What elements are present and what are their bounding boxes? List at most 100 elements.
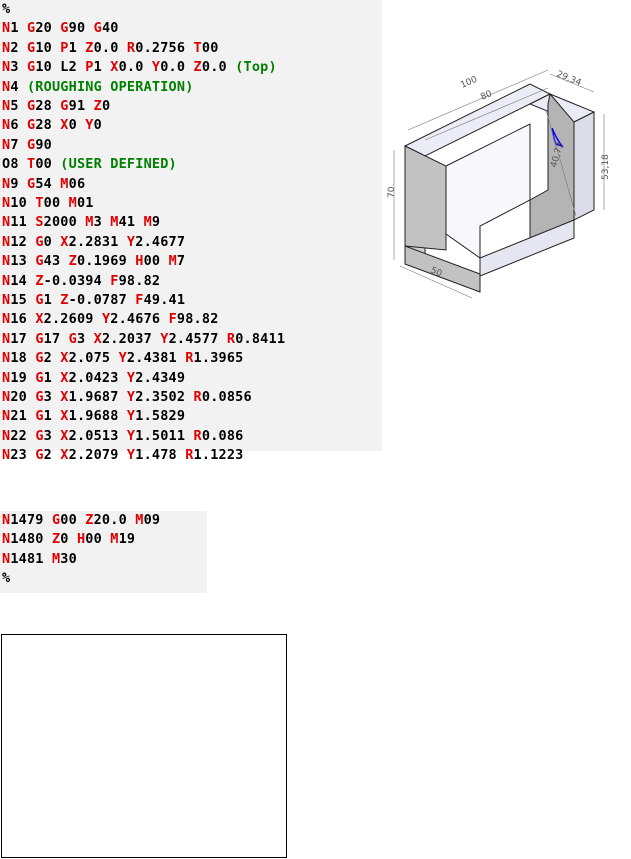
- nc-word-letter: N: [2, 136, 11, 153]
- nc-word-letter: Y: [160, 330, 169, 347]
- nc-value: 2: [10, 39, 27, 56]
- nc-word-letter: R: [185, 350, 194, 367]
- nc-value: 19: [10, 369, 36, 386]
- nc-value: 0.0: [160, 59, 194, 76]
- nc-word-letter: Z: [193, 59, 202, 76]
- nc-value: -0.0394: [43, 272, 111, 289]
- nc-word-letter: M: [68, 195, 77, 211]
- code-line: N19 G1 X2.0423 Y2.4349: [2, 369, 185, 387]
- code-line: N14 Z-0.0394 F98.82: [2, 272, 160, 290]
- nc-value: 13: [10, 253, 36, 270]
- nc-value: 3: [76, 330, 94, 347]
- dimension-lines: [393, 69, 605, 299]
- nc-value: 0.0: [118, 59, 152, 76]
- nc-word-letter: Z: [68, 253, 77, 270]
- nc-word-letter: Y: [101, 311, 111, 328]
- nc-value: O8: [2, 156, 27, 173]
- code-line: N3 G10 L2 P1 X0.0 Y0.0 Z0.0 (Top): [2, 58, 277, 76]
- nc-word-letter: Z: [85, 39, 94, 56]
- nc-value: 0.086: [201, 427, 244, 444]
- nc-value: 9: [151, 214, 161, 231]
- nc-value: 0.1969: [76, 253, 136, 270]
- nc-value: 20.0: [93, 512, 136, 528]
- nc-word-letter: N: [2, 233, 11, 250]
- nc-value: 30: [60, 550, 77, 567]
- nc-value: 5: [10, 98, 27, 114]
- nc-word-letter: X: [60, 233, 69, 250]
- nc-word-letter: G: [26, 117, 36, 134]
- nc-word-letter: T: [193, 39, 202, 56]
- nc-word-letter: M: [85, 214, 94, 231]
- part-right-block-inner: [529, 92, 575, 241]
- blank-answer-box: [1, 634, 287, 858]
- nc-value: 00: [201, 39, 219, 56]
- nc-value: 3: [43, 389, 61, 405]
- nc-word-letter: X: [60, 117, 69, 134]
- part-bottom-strip: [479, 219, 575, 277]
- nc-value: 28: [35, 117, 61, 134]
- nc-value: 1: [93, 59, 111, 76]
- nc-value: 0: [68, 117, 86, 134]
- nc-word-letter: M: [135, 512, 144, 528]
- nc-word-letter: Y: [126, 389, 136, 405]
- nc-word-letter: Y: [126, 233, 136, 250]
- nc-word-letter: S: [35, 214, 44, 231]
- part-front-bottom-face: [404, 245, 481, 293]
- nc-value: 0.2756: [135, 39, 194, 56]
- nc-value: 2: [43, 447, 61, 464]
- nc-word-letter: F: [110, 272, 119, 289]
- nc-word-letter: G: [35, 427, 44, 444]
- code-line: %: [2, 0, 10, 18]
- nc-value: 00: [35, 156, 61, 173]
- nc-value: 28: [35, 98, 61, 114]
- nc-word-letter: Z: [85, 512, 94, 528]
- code-line: N9 G54 M06: [2, 175, 85, 193]
- nc-value: 1: [68, 39, 86, 56]
- code-line: N10 T00 M01: [2, 194, 94, 212]
- nc-word-letter: G: [68, 330, 77, 347]
- code-line: N1479 G00 Z20.0 M09: [2, 511, 160, 529]
- nc-value: 2.0513: [68, 427, 127, 444]
- nc-word-letter: N: [2, 389, 11, 405]
- nc-word-letter: N: [2, 175, 11, 192]
- nc-word-letter: Z: [35, 272, 44, 289]
- code-line: N1481 M30: [2, 550, 77, 568]
- nc-word-letter: G: [35, 369, 44, 386]
- nc-word-letter: R: [226, 330, 236, 347]
- nc-value: 3: [10, 59, 27, 76]
- nc-word-letter: N: [2, 39, 11, 56]
- nc-value: 1.3965: [193, 350, 244, 367]
- nc-value: 18: [10, 350, 36, 367]
- nc-word-letter: M: [60, 175, 69, 192]
- nc-value: 12: [10, 233, 36, 250]
- nc-word-letter: N: [2, 59, 11, 76]
- nc-value: 2.4677: [135, 233, 186, 250]
- code-line: N2 G10 P1 Z0.0 R0.2756 T00: [2, 39, 219, 57]
- nc-word-letter: G: [60, 20, 69, 37]
- nc-value: 01: [76, 195, 94, 211]
- nc-word-letter: X: [60, 369, 69, 386]
- nc-comment: (ROUGHING OPERATION): [26, 78, 194, 95]
- nc-word-letter: G: [26, 39, 36, 56]
- nc-value: 23: [10, 447, 36, 464]
- nc-word-letter: H: [76, 531, 86, 548]
- part-pocket-floor: [445, 123, 531, 259]
- nc-value: 2: [43, 350, 61, 367]
- nc-value: 1.478: [135, 447, 186, 464]
- nc-word-letter: M: [168, 253, 177, 270]
- code-line: N17 G17 G3 X2.2037 Y2.4577 R0.8411: [2, 330, 285, 348]
- nc-value: 0: [43, 233, 61, 250]
- nc-value: 06: [68, 175, 86, 192]
- code-line: N12 G0 X2.2831 Y2.4677: [2, 233, 185, 251]
- nc-value: 20: [35, 20, 61, 37]
- nc-value: 1.5011: [135, 427, 194, 444]
- nc-word-letter: R: [185, 447, 194, 464]
- nc-word-letter: N: [2, 369, 11, 386]
- nc-value: %: [2, 570, 11, 587]
- code-line: N4 (ROUGHING OPERATION): [2, 78, 194, 96]
- nc-word-letter: G: [26, 175, 36, 192]
- nc-word-letter: X: [93, 330, 102, 347]
- nc-value: -0.0787: [68, 292, 136, 308]
- code-line: N7 G90: [2, 136, 52, 154]
